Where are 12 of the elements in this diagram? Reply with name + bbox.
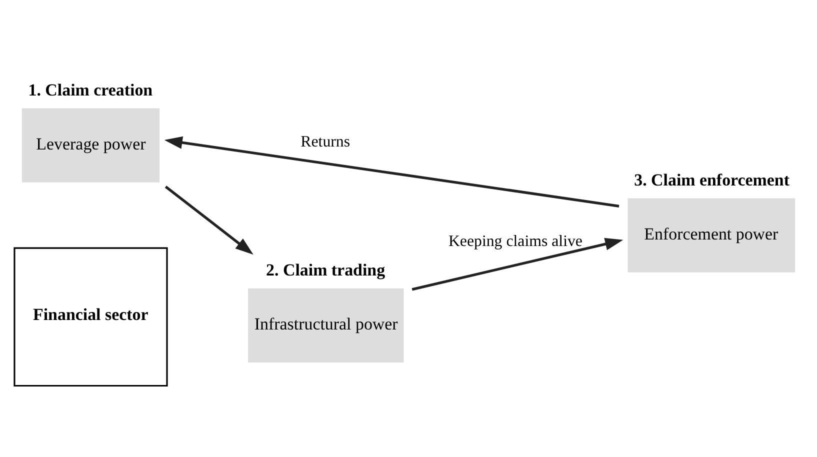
edge-label: Returns	[300, 132, 350, 150]
edge-label: Keeping claims alive	[448, 232, 582, 250]
node-label: 3. Claim enforcement	[634, 170, 790, 189]
arrow	[164, 136, 620, 207]
arrow	[412, 237, 624, 290]
node-box: Financial sector	[14, 246, 168, 386]
node-box: Infrastructural power	[248, 288, 404, 362]
arrow	[164, 185, 254, 254]
node-box: Leverage power	[22, 108, 160, 182]
node-label: 1. Claim creation	[28, 80, 153, 99]
node-box: Enforcement power	[628, 198, 796, 272]
node-label: 2. Claim trading	[266, 260, 386, 279]
